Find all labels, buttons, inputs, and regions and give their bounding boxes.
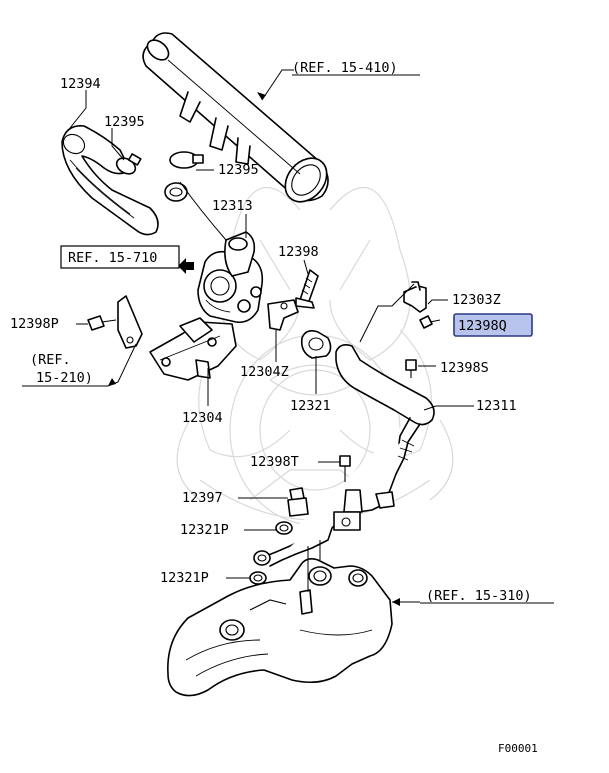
bracket-12304z — [267, 299, 299, 331]
label-12395-upper[interactable]: 12395 — [104, 114, 145, 130]
label-12395-lower[interactable]: 12395 — [218, 162, 259, 178]
label-12311[interactable]: 12311 — [476, 398, 517, 414]
label-12321p-lower[interactable]: 12321P — [160, 570, 209, 586]
bolt-12398 — [295, 269, 319, 309]
bolt-12398q — [419, 315, 441, 329]
svg-text:(REF. 15-410): (REF. 15-410) — [292, 60, 398, 76]
air-pipe-12311 — [253, 344, 435, 567]
svg-text:15-210): 15-210) — [36, 370, 93, 386]
bracket-12303z — [359, 281, 427, 343]
arrow-to-ref-15-710 — [178, 258, 194, 274]
clamp-sleeve — [164, 182, 188, 202]
label-12398s[interactable]: 12398S — [440, 360, 489, 376]
label-12398[interactable]: 12398 — [278, 244, 319, 260]
bolt-12398s — [405, 359, 417, 378]
label-12398q[interactable]: 12398Q — [458, 318, 507, 334]
intake-pipe-15-410 — [142, 32, 329, 203]
ref-15-210-bracket — [107, 295, 143, 387]
ref-label-15-310[interactable]: (REF. 15-310) — [420, 588, 554, 604]
hose-clamp-left — [115, 153, 142, 175]
label-12321p-upper[interactable]: 12321P — [180, 522, 229, 538]
gasket-12321p-upper — [275, 521, 293, 535]
label-12321[interactable]: 12321 — [290, 398, 331, 414]
bolt-12398p — [87, 315, 117, 331]
figure-code: F00001 — [498, 742, 538, 755]
label-12304z[interactable]: 12304Z — [240, 364, 289, 380]
ref-arrows — [108, 92, 400, 606]
bracket-12304 — [149, 317, 237, 381]
gasket-12321p-lower — [249, 571, 267, 585]
label-12394[interactable]: 12394 — [60, 76, 101, 92]
bolt-12398t — [339, 455, 351, 482]
label-12313[interactable]: 12313 — [212, 198, 253, 214]
ref-label-15-710[interactable]: REF. 15-710 — [60, 245, 180, 269]
label-12398q-highlight[interactable]: 12398Q — [453, 313, 533, 337]
gasket-12321 — [300, 330, 332, 359]
label-12398t[interactable]: 12398T — [250, 454, 299, 470]
label-12398p[interactable]: 12398P — [10, 316, 59, 332]
svg-text:REF. 15-710: REF. 15-710 — [68, 250, 157, 266]
leader-lines — [69, 69, 474, 603]
hose-12394 — [61, 125, 159, 236]
svg-text:(REF. 15-310): (REF. 15-310) — [426, 588, 532, 604]
label-12397[interactable]: 12397 — [182, 490, 223, 506]
ref-label-15-210[interactable]: (REF. 15-210) — [22, 352, 108, 387]
ref-label-15-410[interactable]: (REF. 15-410) — [292, 60, 420, 76]
label-12304[interactable]: 12304 — [182, 410, 223, 426]
exhaust-manifold-15-310 — [167, 558, 393, 697]
air-valve-assembly — [179, 181, 264, 324]
label-12303z[interactable]: 12303Z — [452, 292, 501, 308]
svg-text:(REF.: (REF. — [30, 352, 71, 368]
plug-12397 — [287, 487, 309, 517]
hose-clamp-right — [169, 151, 204, 169]
